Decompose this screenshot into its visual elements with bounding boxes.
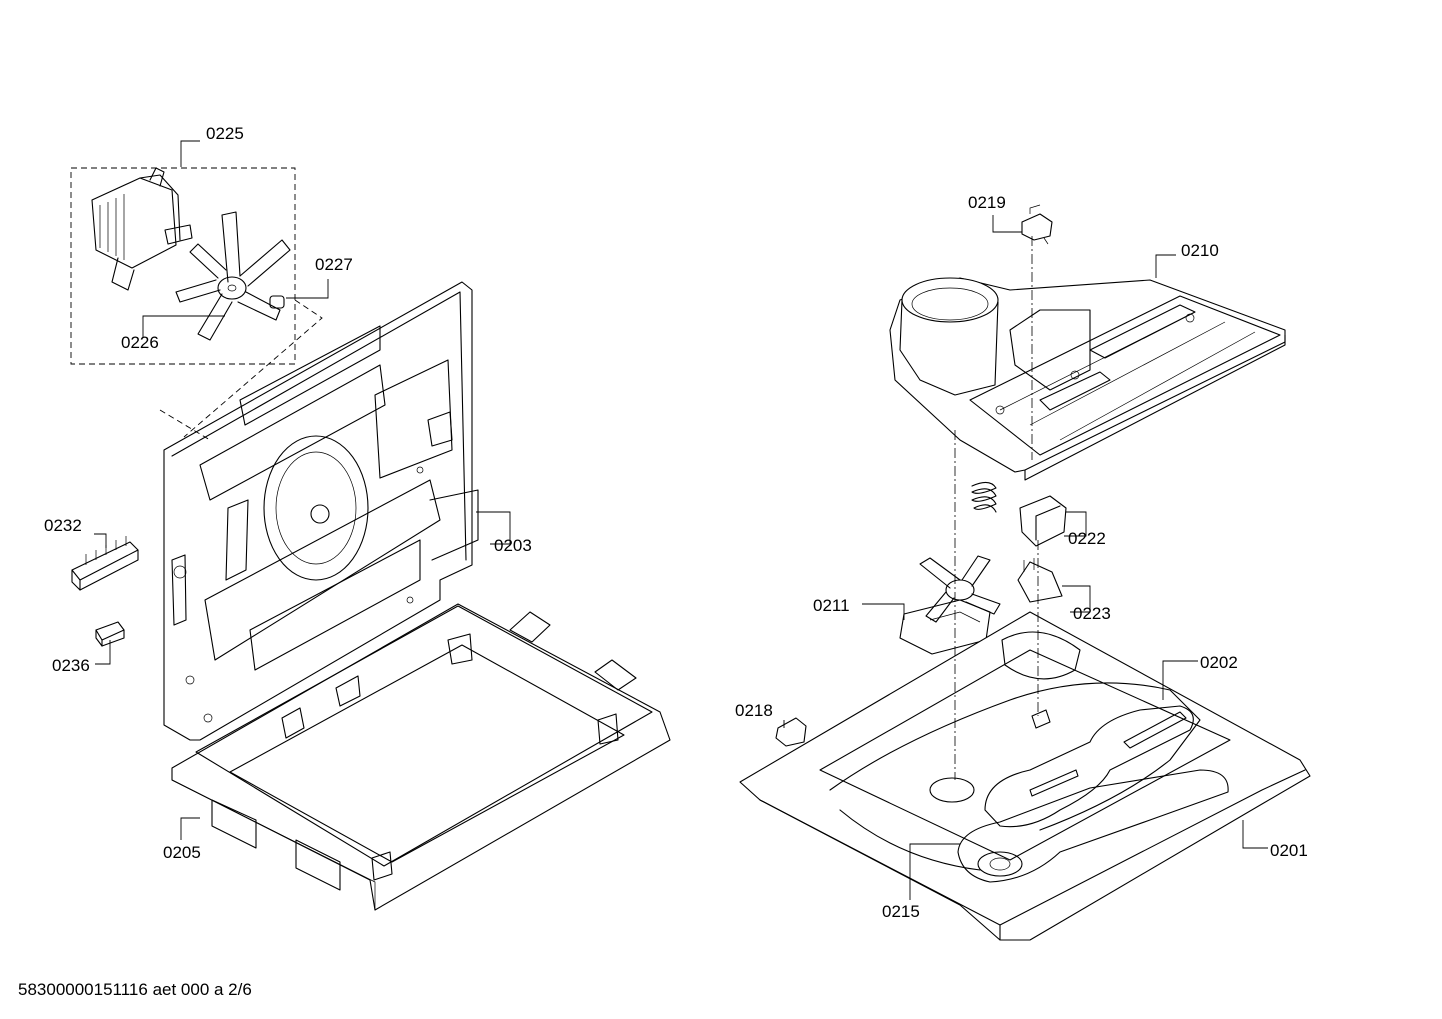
- document-reference: 58300000151116 aet 000 a 2/6: [18, 980, 252, 999]
- fan-nut: [269, 295, 285, 309]
- heating-element-0202: [929, 705, 1229, 883]
- base-plate-0201: [739, 611, 1311, 941]
- clip-0218: [775, 717, 807, 747]
- label-0203: 0203: [494, 536, 532, 555]
- label-0211: 0211: [813, 596, 850, 615]
- label-0225: 0225: [206, 124, 244, 143]
- connector-block-0232: [71, 536, 139, 591]
- label-0219: 0219: [968, 193, 1006, 212]
- reed-switch-0222: [1019, 495, 1067, 547]
- switch-0236: [95, 621, 125, 647]
- fan-motor: [91, 167, 193, 291]
- fan-duct-0210: [889, 277, 1286, 481]
- label-0215: 0215: [882, 902, 920, 921]
- bottom-tray-0205: [171, 603, 671, 911]
- label-0218: 0218: [735, 701, 773, 720]
- label-0222: 0222: [1068, 529, 1106, 548]
- label-0210: 0210: [1181, 241, 1219, 260]
- fan-assembly-group-0225: [70, 167, 296, 365]
- spring-0222: [971, 481, 997, 513]
- label-0201: 0201: [1270, 841, 1308, 860]
- label-0202: 0202: [1200, 653, 1238, 672]
- rear-panel-0203: [163, 281, 479, 741]
- label-0205: 0205: [163, 843, 201, 862]
- label-0232: 0232: [44, 516, 82, 535]
- label-0223: 0223: [1073, 604, 1111, 623]
- group-boundary-0225: [70, 167, 296, 365]
- label-0226: 0226: [121, 333, 159, 352]
- assembly-guide-line: [183, 299, 323, 438]
- assembly-guide-line-2: [159, 409, 211, 441]
- leader-lines: [94, 140, 1268, 900]
- fan-blade: [175, 211, 291, 341]
- thermostat-0219: [1021, 204, 1053, 245]
- label-0227: 0227: [315, 255, 353, 274]
- bracket-0223: [1017, 558, 1063, 603]
- label-0236: 0236: [52, 656, 90, 675]
